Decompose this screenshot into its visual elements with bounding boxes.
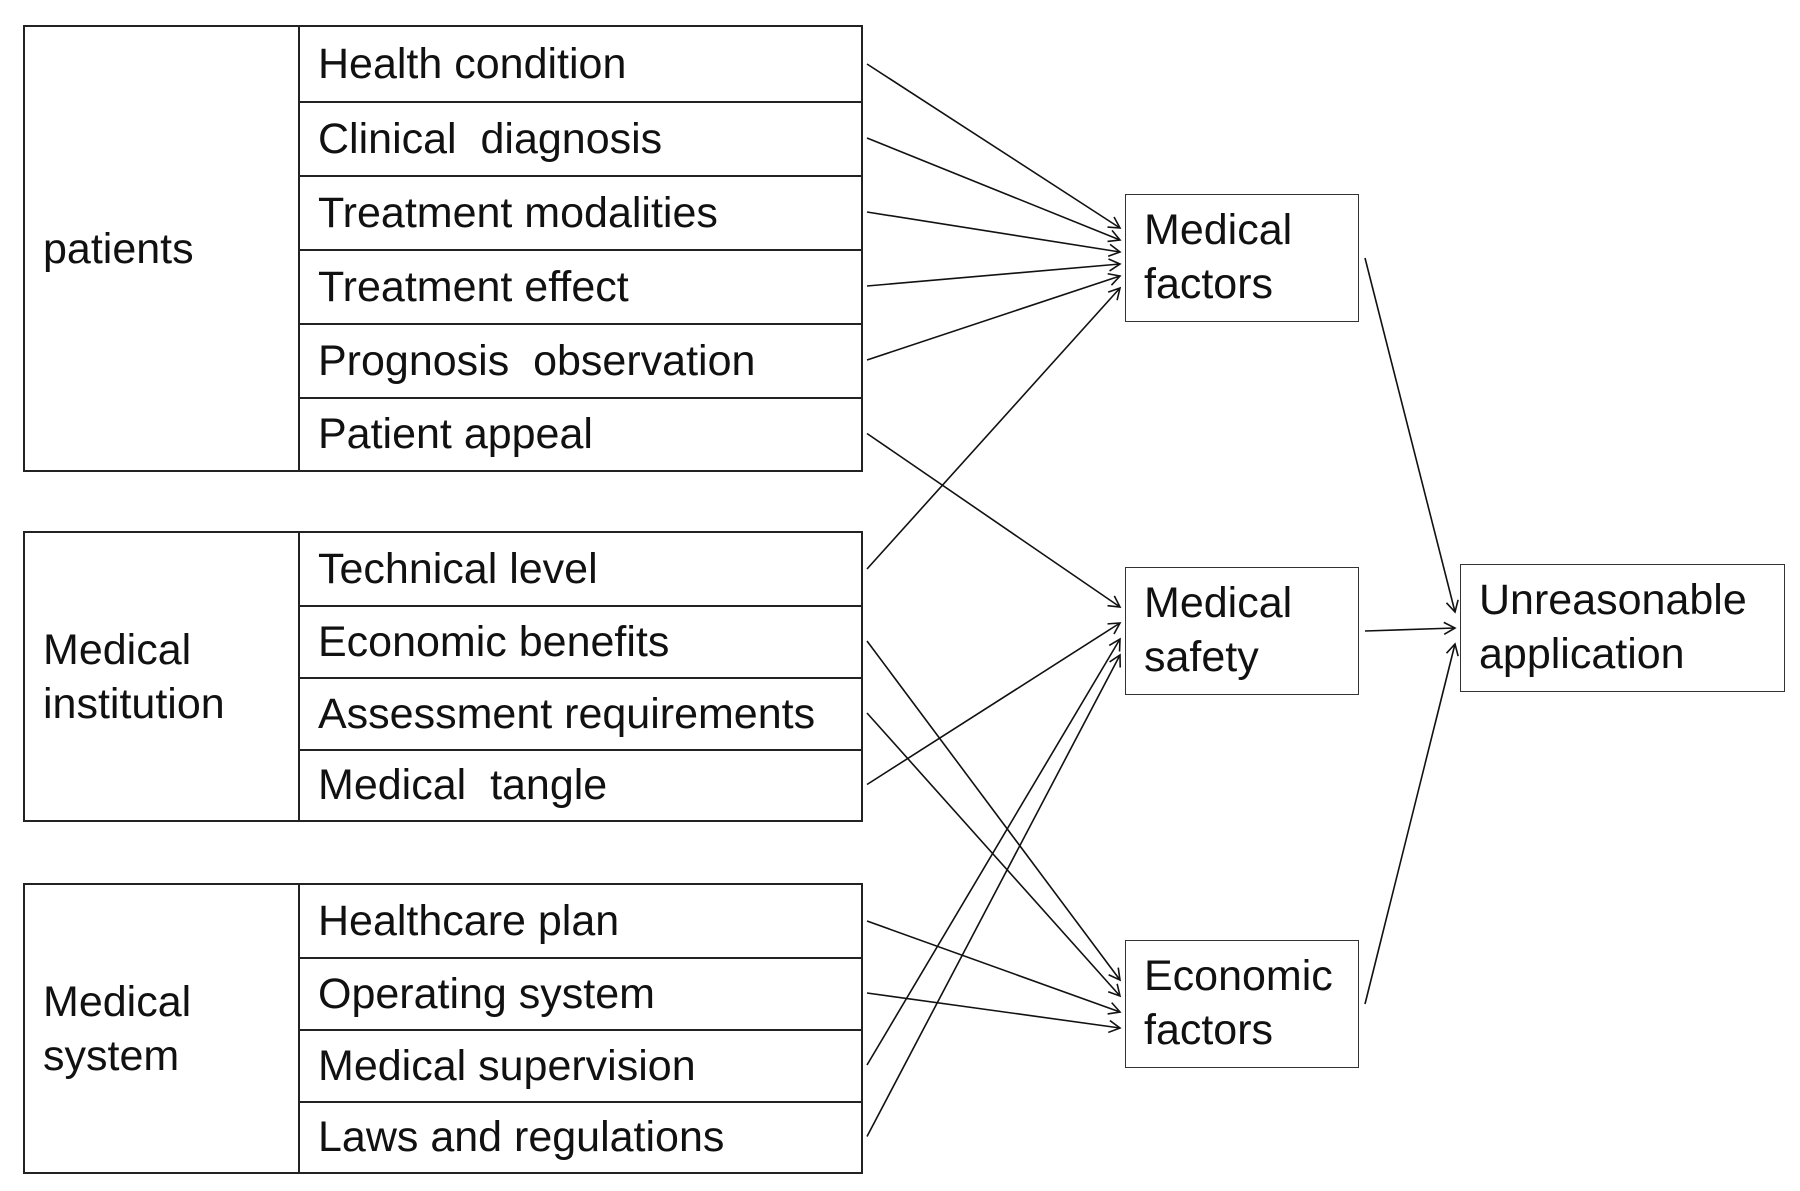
arrow-item-0-0-to-medical-factors (866, 63, 1122, 229)
group-label-medical-system: Medical system (25, 885, 300, 1172)
item-treatment-effect: Treatment effect (300, 249, 861, 323)
node-unreasonable-application: Unreasonable application (1460, 564, 1785, 692)
group-items: Technical level Economic benefits Assess… (300, 533, 861, 820)
arrow-item-0-4-to-medical-factors (866, 272, 1122, 361)
arrow-item-2-2-to-medical-safety (866, 637, 1121, 1066)
group-items: Health condition Clinical diagnosis Trea… (300, 27, 861, 470)
arrow-medical-safety-to-outcome (1364, 621, 1457, 636)
arrow-item-1-0-to-medical-factors (866, 286, 1122, 570)
item-prognosis-observation: Prognosis observation (300, 323, 861, 397)
group-label-medical-institution: Medical institution (25, 533, 300, 820)
arrow-item-2-0-to-economic-factors (866, 920, 1122, 1015)
group-items: Healthcare plan Operating system Medical… (300, 885, 861, 1172)
item-healthcare-plan: Healthcare plan (318, 896, 620, 945)
item-health-condition: Health condition (318, 39, 627, 88)
item-assessment-requirements: Assessment requirements (300, 677, 861, 749)
item-treatment-modalities: Treatment modalities (300, 175, 861, 249)
group-patients: patients Health condition Clinical diagn… (23, 25, 863, 472)
arrow-item-2-1-to-economic-factors (866, 992, 1122, 1034)
arrow-item-1-1-to-economic-factors (866, 640, 1121, 982)
arrow-item-1-2-to-economic-factors (866, 712, 1122, 998)
group-label-text: patients (43, 224, 194, 273)
item-operating-system: Operating system (300, 957, 861, 1029)
group-label-text: Medical institution (43, 625, 225, 728)
item-laws-and-regulations: Laws and regulations (300, 1101, 861, 1172)
item-economic-benefits: Economic benefits (300, 605, 861, 677)
arrow-item-0-5-to-medical-safety (866, 432, 1122, 608)
item-medical-tangle: Medical tangle (300, 749, 861, 820)
arrow-medical-factors-to-outcome (1364, 257, 1459, 614)
arrow-item-0-3-to-medical-factors (866, 258, 1122, 287)
item-technical-level: Technical level (318, 544, 598, 593)
group-medical-institution: Medical institution Technical level Econ… (23, 531, 863, 822)
group-medical-system: Medical system Healthcare plan Operating… (23, 883, 863, 1174)
arrow-item-0-1-to-medical-factors (866, 137, 1122, 243)
group-label-text: Medical system (43, 977, 192, 1080)
node-medical-factors: Medical factors (1125, 194, 1359, 322)
arrow-item-0-2-to-medical-factors (866, 211, 1122, 257)
item-patient-appeal: Patient appeal (300, 397, 861, 470)
arrow-economic-factors-to-outcome (1364, 642, 1459, 1005)
arrow-item-2-3-to-medical-safety (866, 653, 1121, 1137)
item-clinical-diagnosis: Clinical diagnosis (300, 101, 861, 175)
node-economic-factors: Economic factors (1125, 940, 1359, 1068)
item-medical-supervision: Medical supervision (300, 1029, 861, 1101)
group-label-patients: patients (25, 27, 300, 470)
node-medical-safety: Medical safety (1125, 567, 1359, 695)
arrow-item-1-3-to-medical-safety (866, 622, 1122, 786)
